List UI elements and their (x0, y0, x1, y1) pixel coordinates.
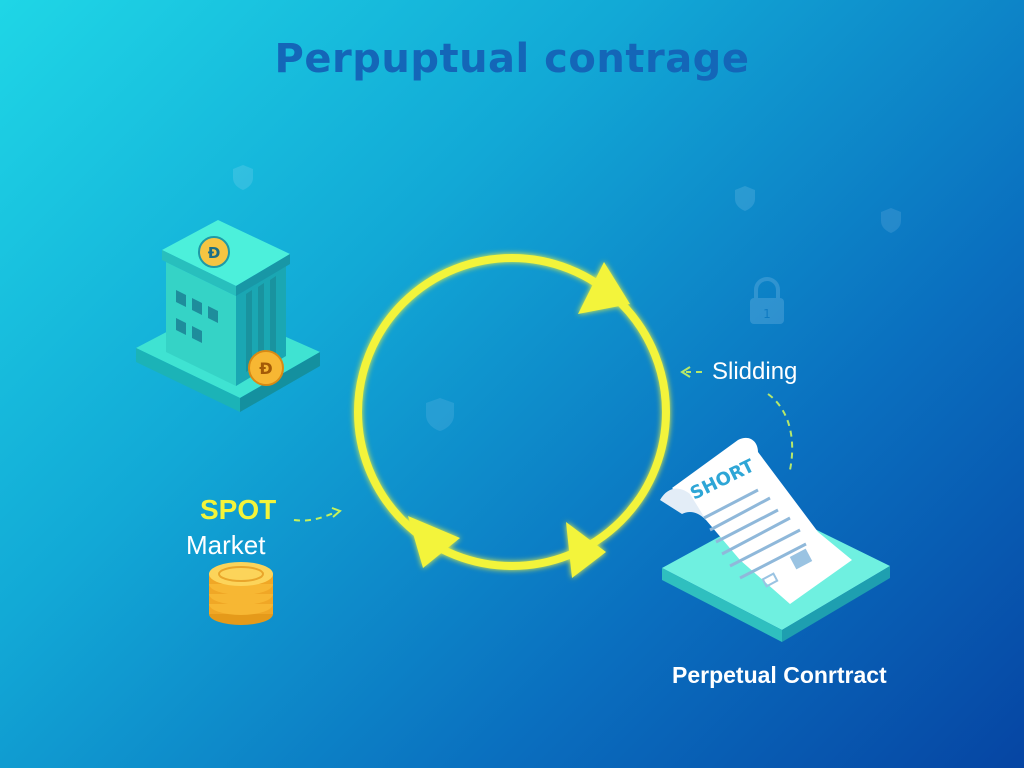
shield-icon (881, 208, 901, 233)
building-sign: Đ (208, 244, 221, 262)
shield-icon (233, 165, 253, 190)
lock-digit: 1 (763, 307, 771, 321)
spot-label: SPOT (200, 494, 277, 525)
shield-icon (426, 398, 454, 431)
lock-icon: 1 (750, 277, 784, 324)
cycle-arrows-icon (354, 254, 670, 578)
market-label: Market (186, 530, 266, 560)
spot-connector-arrowhead (331, 507, 342, 518)
perpetual-contract-label: Perpetual Conrtract (672, 662, 887, 688)
short-contract-document-icon: SHORT (660, 437, 890, 642)
sliding-connector-arrowhead (680, 366, 691, 378)
sliding-connector-arrow (686, 371, 794, 471)
shield-icon (735, 186, 755, 211)
page-title: Perpuptual contrage (274, 36, 750, 82)
sliding-label: Slidding (712, 358, 798, 385)
coin-stack-icon (209, 562, 273, 625)
bank-building-icon: Đ Đ (136, 220, 320, 412)
coin-symbol: Đ (259, 359, 272, 378)
spot-connector-arrow (293, 511, 337, 522)
